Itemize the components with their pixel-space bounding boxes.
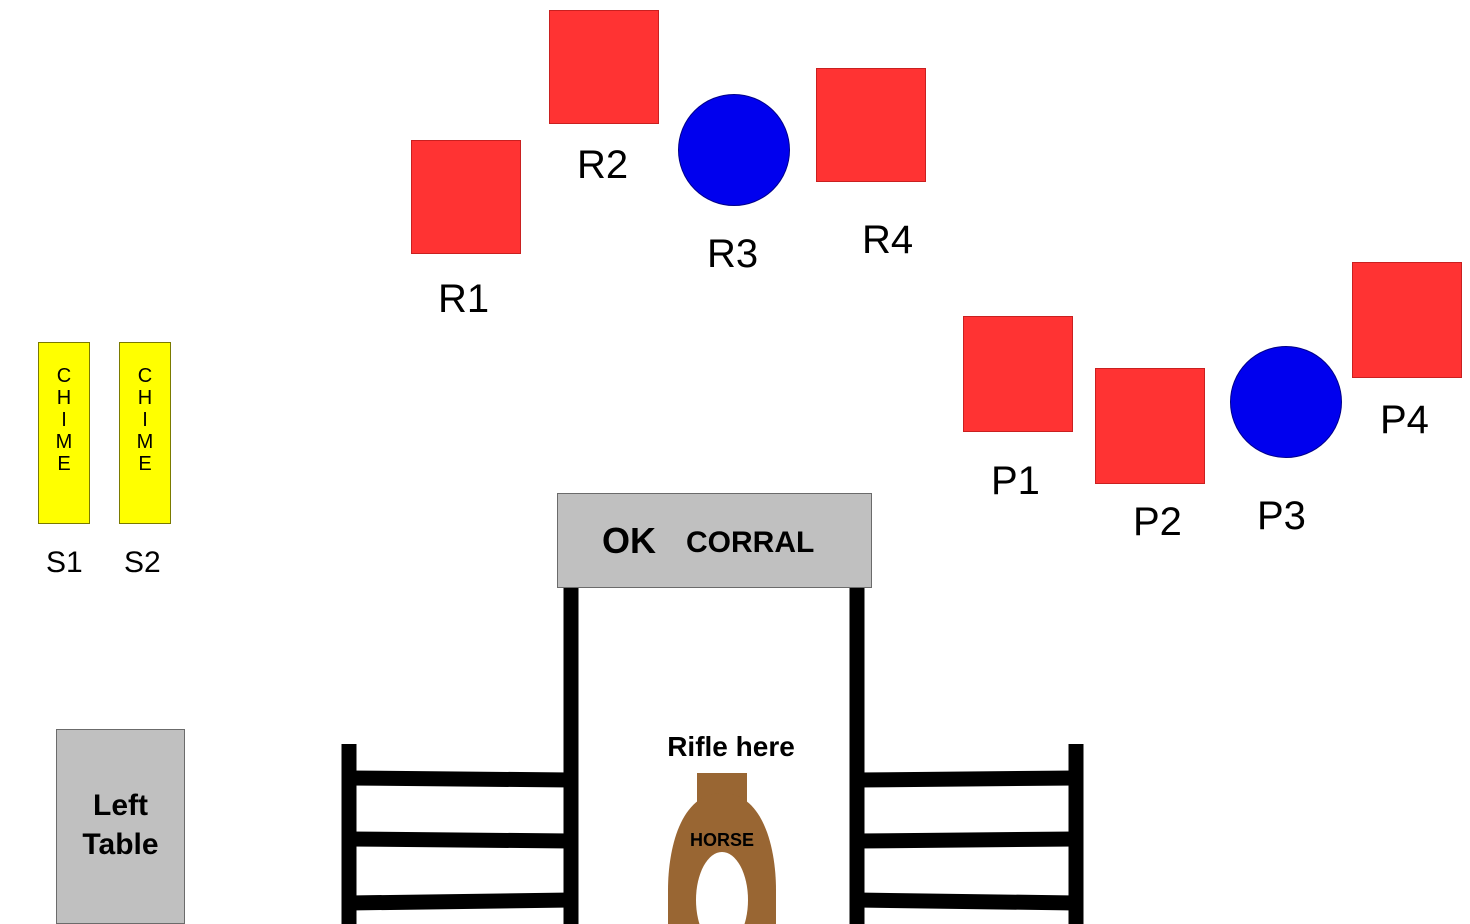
rifle-target-r3 (678, 94, 790, 206)
chime-letter: E (57, 453, 71, 475)
rifle-target-r4 (816, 68, 926, 182)
rifle-target-r1 (411, 140, 521, 254)
ok-corral-sign: OK CORRAL (557, 493, 872, 588)
chime-letter: H (137, 387, 153, 409)
fence-rail-left-2 (348, 831, 572, 849)
fence-rail-right-3 (856, 892, 1077, 911)
sign-corral-text: CORRAL (686, 526, 815, 559)
fence-rail-right-1 (856, 770, 1077, 788)
pistol-target-p4 (1352, 262, 1462, 378)
pistol-label-p3: P3 (1257, 494, 1306, 538)
pistol-target-p1 (963, 316, 1073, 432)
horse-label: HORSE (689, 830, 754, 850)
rifle-here-label: Rifle here (667, 731, 795, 762)
chime-letter: C (56, 365, 72, 387)
left-table: Left Table (56, 729, 185, 924)
chime-letter: E (138, 453, 152, 475)
chime-letter: H (56, 387, 72, 409)
rifle-label-r2: R2 (577, 143, 629, 187)
pistol-label-p1: P1 (991, 459, 1040, 503)
fence-rail-right-2 (856, 831, 1077, 849)
left-table-line1: Left (93, 789, 148, 822)
chime-letter: M (136, 431, 154, 453)
rifle-label-r3: R3 (707, 232, 759, 276)
chime-letter: I (142, 409, 148, 431)
rifle-label-r1: R1 (438, 277, 490, 321)
chime-letter: C (137, 365, 153, 387)
rifle-target-r2 (549, 10, 659, 124)
fence-rail-left-3 (348, 892, 572, 911)
chime-label-s2: S2 (124, 546, 161, 579)
pistol-target-p2 (1095, 368, 1205, 484)
chime-s1: C H I M E (38, 342, 90, 524)
chime-letter: I (61, 409, 67, 431)
pistol-target-p3 (1230, 346, 1342, 458)
left-table-line2: Table (82, 828, 159, 861)
horse-opening (696, 852, 748, 924)
sign-ok-text: OK (602, 520, 656, 561)
rifle-label-r4: R4 (862, 218, 914, 262)
pistol-label-p4: P4 (1380, 398, 1429, 442)
pistol-label-p2: P2 (1133, 500, 1182, 544)
fence-rail-left-1 (348, 770, 572, 788)
chime-label-s1: S1 (46, 546, 83, 579)
chime-s2: C H I M E (119, 342, 171, 524)
chime-letter: M (55, 431, 73, 453)
